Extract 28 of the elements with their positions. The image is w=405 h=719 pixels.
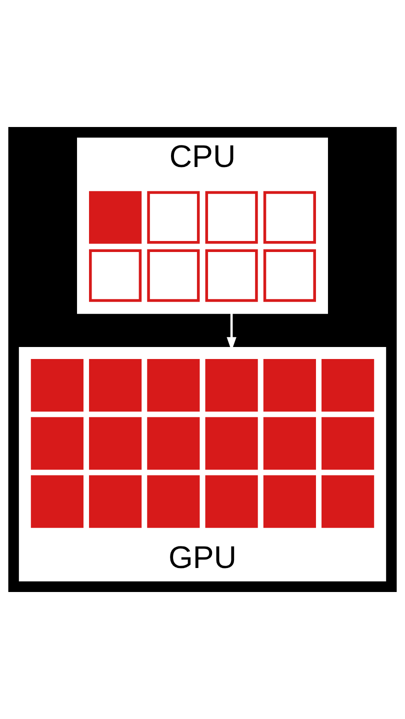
node-box	[89, 191, 142, 244]
node-box	[205, 249, 258, 302]
node-box	[322, 359, 374, 412]
node-box	[147, 249, 200, 302]
node-box	[147, 191, 200, 244]
node-box	[89, 249, 142, 302]
node-box	[263, 249, 316, 302]
node-box	[205, 417, 258, 470]
node-box	[263, 191, 316, 244]
cluster: GPU	[18, 347, 386, 582]
node-box	[30, 417, 84, 470]
node-box	[263, 417, 316, 470]
node-box	[147, 359, 200, 412]
node-box	[263, 475, 316, 528]
cluster: CPU	[77, 138, 328, 314]
node-box	[89, 417, 142, 470]
node-box	[147, 475, 200, 528]
node-box	[89, 475, 142, 528]
node-box	[30, 475, 84, 528]
node-box	[263, 359, 316, 412]
node-box	[89, 359, 142, 412]
node-box	[322, 417, 374, 470]
node-box	[205, 359, 258, 412]
node-box	[322, 475, 374, 528]
node-box	[147, 417, 200, 470]
node-box	[205, 475, 258, 528]
node-box	[205, 191, 258, 244]
node-box	[30, 359, 84, 412]
